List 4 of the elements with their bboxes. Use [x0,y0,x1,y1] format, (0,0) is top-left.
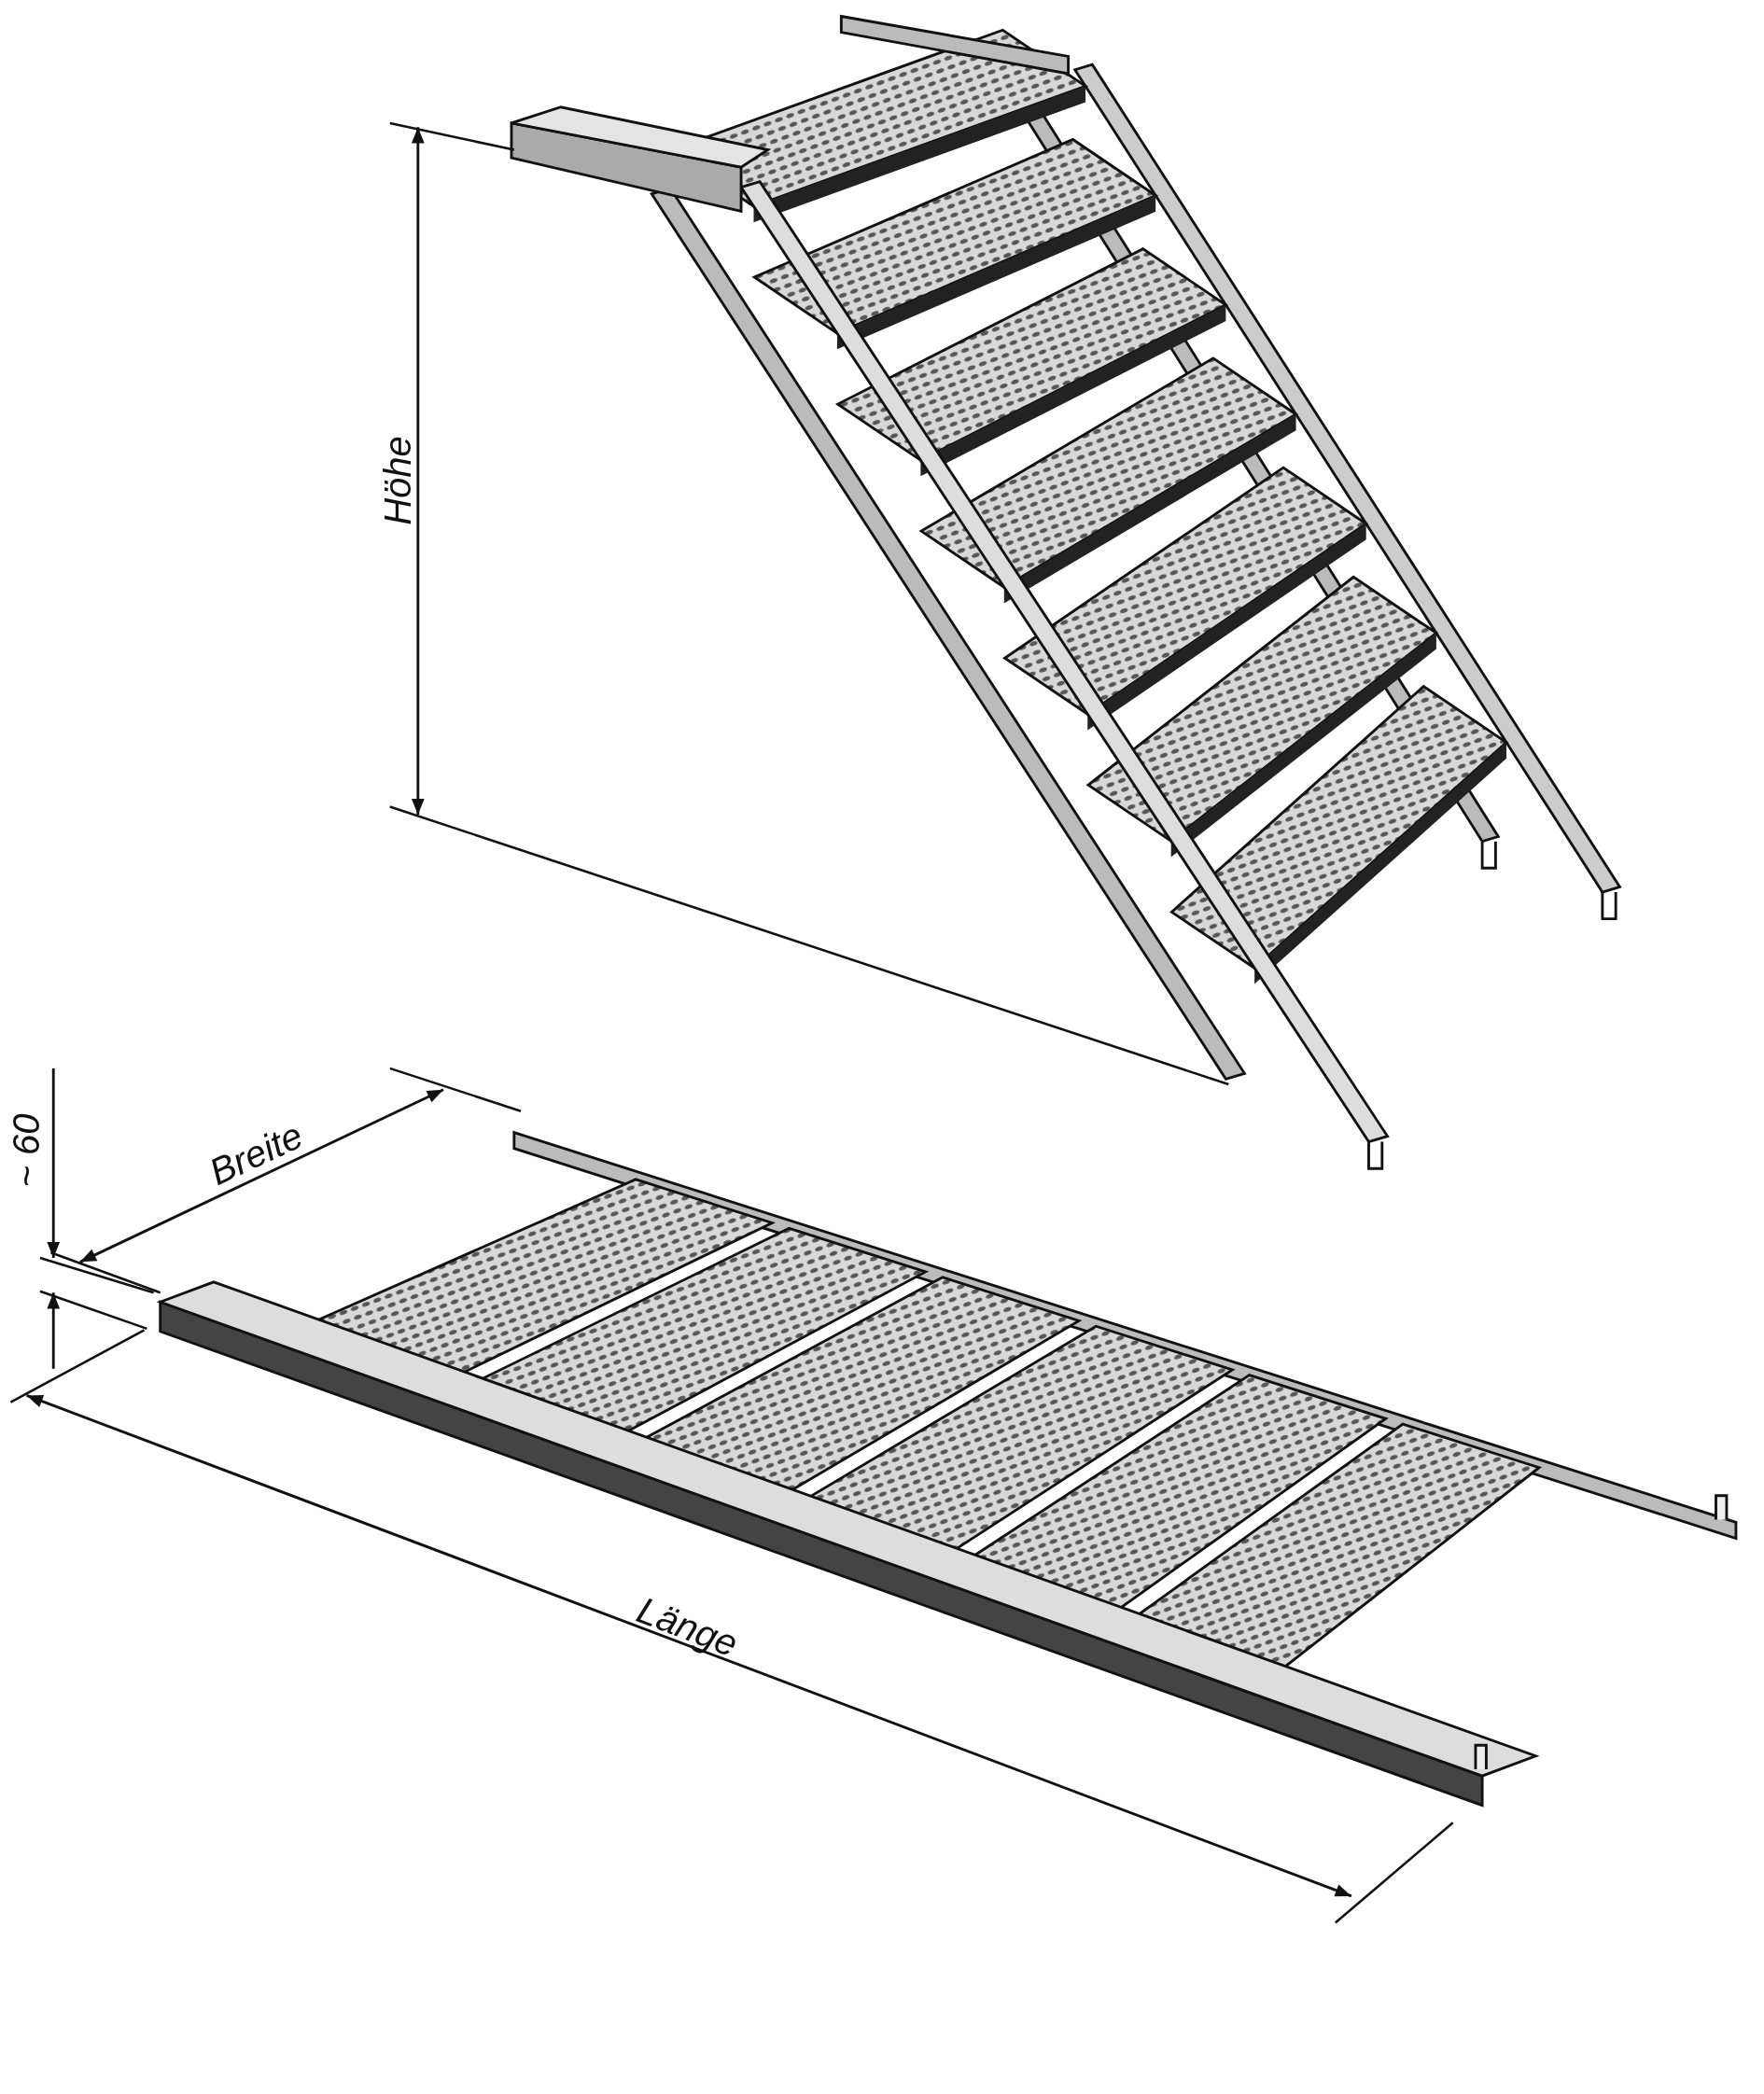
dimension-label: Breite [203,1115,309,1192]
dimension-label: Höhe [379,436,417,525]
dimension-label: Länge [632,1590,744,1663]
dimension-label: ~ 60 [7,1113,46,1188]
